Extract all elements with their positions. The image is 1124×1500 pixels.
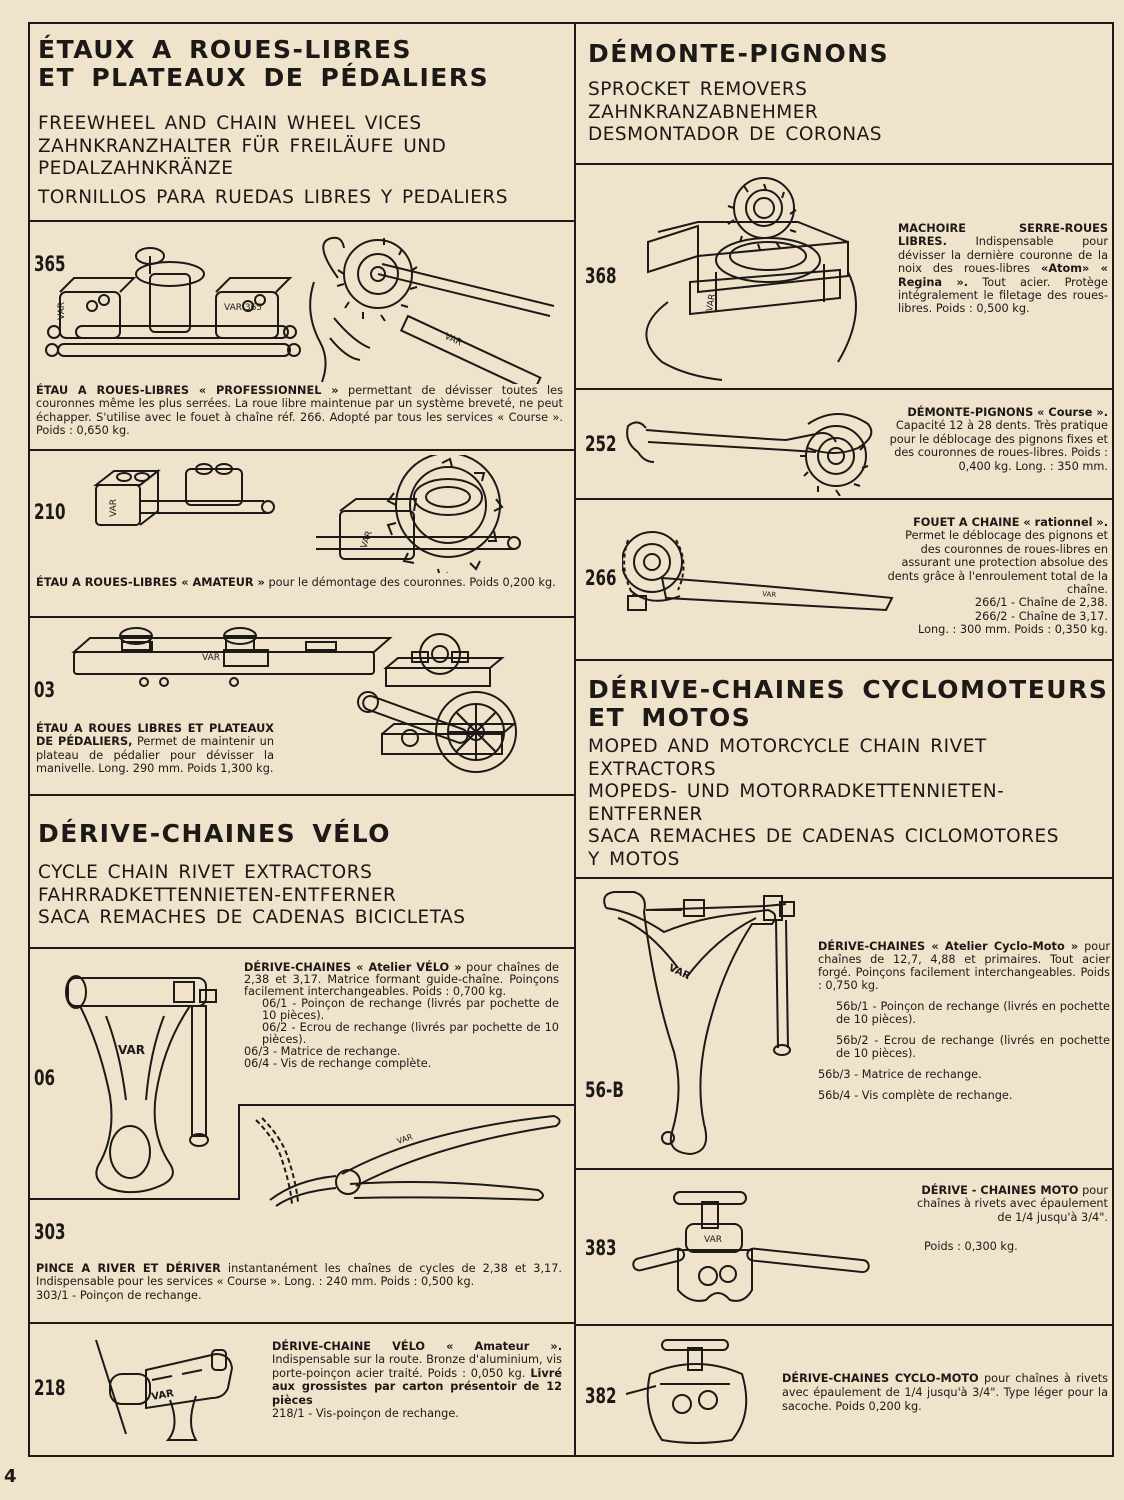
product-description: DÉRIVE-CHAINES « Atelier Cyclo-Moto » po…: [818, 940, 1110, 1102]
chain-tool-383-illustration: VAR: [632, 1191, 870, 1302]
product-ref: 210: [34, 500, 66, 524]
rule: [575, 659, 1114, 661]
product-ref: 56-B: [585, 1078, 624, 1102]
engraving-var: VAR: [118, 1043, 145, 1057]
column-divider: [574, 22, 576, 1457]
sprocket-remover-252-illustration: [626, 413, 873, 496]
product-description: DÉRIVE-CHAINES « Atelier VÉLO » pour cha…: [244, 961, 559, 1070]
section-title: DÉRIVE-CHAINES CYCLOMOTEURS ET MOTOS: [588, 675, 1109, 732]
product-description: MACHOIRE SERRE-ROUES LIBRES. Indispensab…: [898, 222, 1108, 316]
rule: [28, 947, 575, 949]
product-description: DÉRIVE - CHAINES MOTO pour chaînes à riv…: [916, 1184, 1108, 1224]
product-weight: Poids : 0,300 kg.: [924, 1240, 1018, 1253]
engraving-var: VAR: [57, 302, 67, 320]
rule: [575, 163, 1114, 165]
product-description: DÉMONTE-PIGNONS « Course ». Capacité 12 …: [889, 406, 1108, 473]
section-subtitles: CYCLE CHAIN RIVET EXTRACTORS FAHRRADKETT…: [38, 862, 466, 928]
rule: [575, 1324, 1114, 1326]
product-ref: 218: [34, 1376, 66, 1400]
engraving-var: VAR: [109, 499, 119, 517]
section-title: ÉTAUX A ROUES-LIBRES ET PLATEAUX DE PÉDA…: [38, 35, 490, 92]
engraving-var: VAR: [704, 1235, 722, 1245]
engraving-var: VAR: [202, 653, 220, 663]
section-title: DÉMONTE-PIGNONS: [588, 39, 890, 68]
engraving-var: VAR: [151, 1388, 175, 1403]
rule: [28, 1198, 240, 1200]
product-ref: 383: [585, 1236, 617, 1260]
pliers-303-illustration: VAR: [255, 1114, 561, 1207]
product-description: DÉRIVE-CHAINES CYCLO-MOTO pour chaînes à…: [782, 1372, 1109, 1413]
chain-tool-56b-illustration: VAR: [603, 891, 795, 1156]
product-description: DÉRIVE-CHAINE VÉLO « Amateur ». Indispen…: [272, 1340, 562, 1421]
product-description: PINCE A RIVER ET DÉRIVER instantanément …: [36, 1262, 563, 1302]
page-number: 4: [4, 1466, 17, 1487]
vice-210-illustration: VAR VAR: [93, 455, 521, 573]
engraving-var-365: VAR 365: [224, 303, 262, 313]
engraving-var: VAR: [667, 963, 692, 983]
product-ref: 266: [585, 566, 617, 590]
product-ref: 252: [585, 432, 617, 456]
rule: [575, 388, 1114, 390]
rule: [28, 449, 575, 451]
rule: [28, 794, 575, 796]
section-subtitles: MOPED AND MOTORCYCLE CHAIN RIVET EXTRACT…: [588, 736, 1059, 870]
chain-tool-218-illustration: VAR: [95, 1339, 234, 1441]
product-ref: 06: [34, 1066, 56, 1090]
product-ref: 382: [585, 1384, 617, 1408]
rule: [28, 220, 575, 222]
rule: [28, 1322, 575, 1324]
product-description: ÉTAU A ROUES-LIBRES « AMATEUR » pour le …: [36, 576, 556, 589]
vice-365-illustration: VAR VAR 365 VAR: [45, 236, 555, 384]
rule: [238, 1104, 575, 1106]
engraving-var: VAR: [443, 332, 464, 349]
product-ref: 03: [34, 678, 56, 702]
rule: [28, 616, 575, 618]
product-ref: 365: [34, 252, 66, 276]
product-ref: 303: [34, 1220, 66, 1244]
jaw-368-illustration: VAR: [645, 177, 857, 381]
engraving-var: VAR: [705, 293, 718, 312]
section-subtitles: FREEWHEEL AND CHAIN WHEEL VICES ZAHNKRAN…: [38, 113, 508, 208]
product-ref: 368: [585, 264, 617, 288]
rule: [238, 1104, 240, 1200]
vice-03-illustration: VAR: [71, 627, 517, 773]
rule: [575, 498, 1114, 500]
section-subtitles: SPROCKET REMOVERS ZAHNKRANZABNEHMER DESM…: [588, 79, 883, 145]
chain-tool-06-illustration: VAR: [65, 975, 217, 1194]
section-title: DÉRIVE-CHAINES VÉLO: [38, 819, 392, 848]
product-description: FOUET A CHAINE « rationnel ». Permet le …: [887, 516, 1108, 637]
engraving-var: VAR: [359, 530, 375, 550]
chain-whip-266-illustration: VAR: [622, 531, 894, 612]
product-description: ÉTAU A ROUES-LIBRES « PROFESSIONNEL » pe…: [36, 384, 563, 438]
catalog-frame: [28, 22, 1114, 1457]
product-description: ÉTAU A ROUES LIBRES ET PLATEAUX DE PÉDAL…: [36, 722, 274, 776]
rule: [575, 877, 1114, 879]
rule: [575, 1168, 1114, 1170]
engraving-var: VAR: [762, 590, 777, 599]
chain-tool-382-illustration: [625, 1339, 748, 1444]
